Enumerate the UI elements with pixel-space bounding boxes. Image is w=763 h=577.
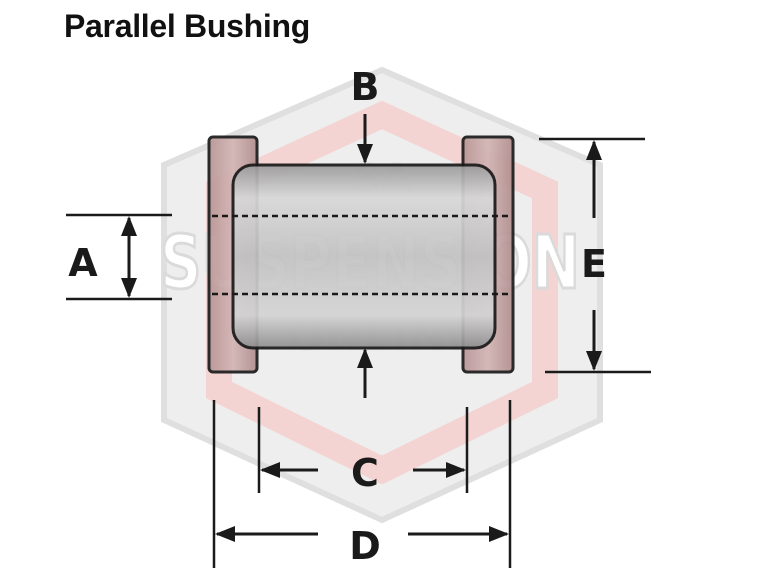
dimension-d: D (212, 400, 512, 568)
dimension-e-label: E (581, 242, 607, 286)
bushing-body (231, 163, 497, 350)
diagram-title: Parallel Bushing (64, 8, 310, 44)
dimension-d-label: D (349, 524, 381, 568)
dimension-a-label: A (68, 241, 98, 285)
dimension-b-label: B (351, 65, 380, 109)
dimension-b: B (351, 65, 380, 164)
bushing (207, 135, 515, 374)
dimension-c: C (257, 407, 469, 495)
dimension-c-label: C (351, 451, 379, 495)
dimension-e: E (539, 137, 651, 374)
dimension-a: A (66, 213, 172, 301)
